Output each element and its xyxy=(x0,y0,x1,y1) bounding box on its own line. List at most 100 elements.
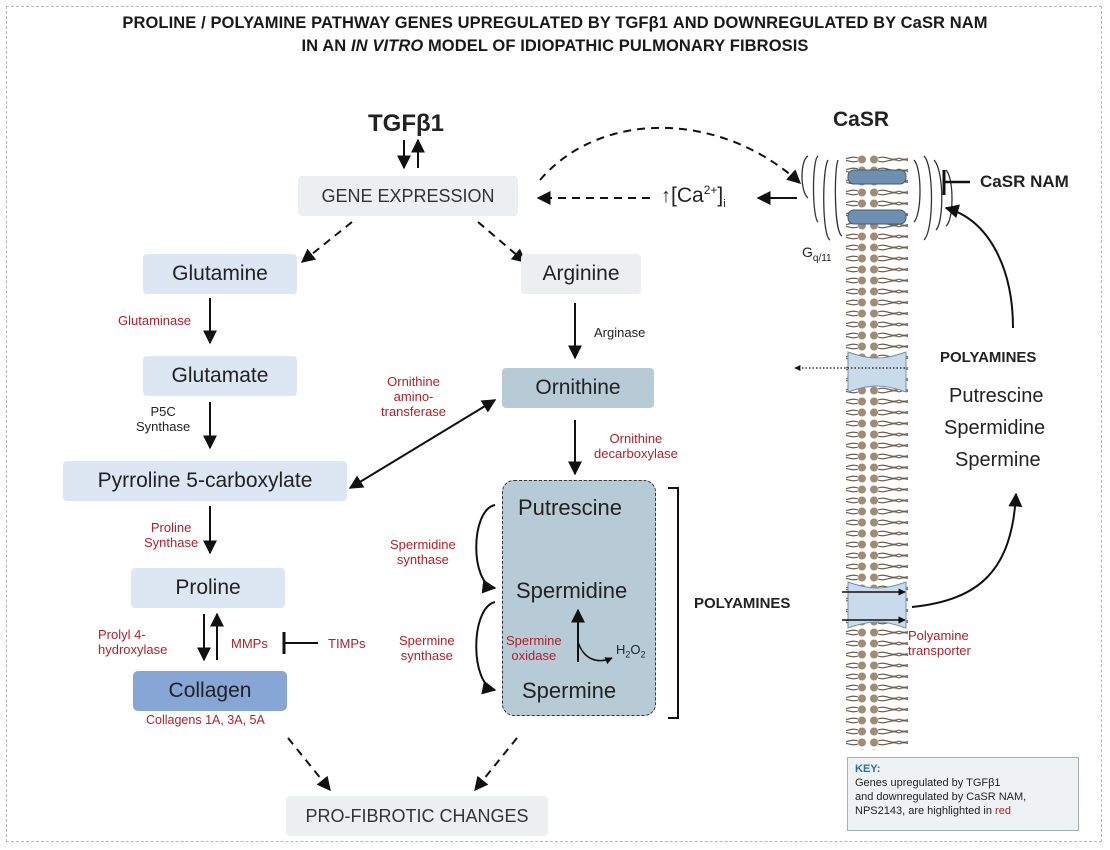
polyamine-transporter-icon xyxy=(847,581,907,629)
odc-line-1: Ornithine xyxy=(609,431,663,446)
gene-expression-node: GENE EXPRESSION xyxy=(298,176,518,216)
mmps-label: MMPs xyxy=(231,636,268,651)
casr-nam-label: CaSR NAM xyxy=(980,172,1069,191)
glutaminase-label: Glutaminase xyxy=(118,313,191,328)
arrow-gene-expression-casr xyxy=(539,126,802,184)
collagen-node: Collagen xyxy=(133,671,287,711)
key-title: KEY: xyxy=(855,763,881,775)
prolyl-line-1: Prolyl 4- xyxy=(98,627,146,642)
title-line-2: IN AN IN VITRO MODEL OF IDIOPATHIC PULMO… xyxy=(0,35,1110,58)
extracellular-polyamines-title: POLYAMINES xyxy=(940,349,1037,366)
arrow-spermidine-synthase xyxy=(475,504,497,594)
spermine-node: Spermine xyxy=(522,678,617,703)
pro-fibrotic-node: PRO-FIBROTIC CHANGES xyxy=(286,796,548,836)
oat-line-2: amino- xyxy=(393,389,434,404)
arrow-polyamines-profibrotic xyxy=(474,737,518,792)
collagens-subtypes-label: Collagens 1A, 3A, 5A xyxy=(146,713,265,727)
glutamate-node: Glutamate xyxy=(143,356,297,396)
title-line-2-start: IN AN xyxy=(301,37,351,55)
timps-label: TIMPs xyxy=(328,636,366,651)
p5c-synthase-line-2: Synthase xyxy=(136,419,191,434)
p5c-node: Pyrroline 5-carboxylate xyxy=(63,461,347,501)
spermidine-synthase-line-2: synthase xyxy=(396,552,449,567)
arrow-h2o2 xyxy=(577,641,613,665)
tgfb1-label: TGFβ1 xyxy=(368,110,444,137)
arrow-polyamines-casr xyxy=(944,204,1014,329)
casr-transmembrane-1 xyxy=(847,169,907,185)
figure-border xyxy=(6,6,1102,842)
h2o2-sub-2: 2 xyxy=(640,649,646,660)
extracellular-putrescine: Putrescine xyxy=(949,385,1044,407)
figure-title: PROLINE / POLYAMINE PATHWAY GENES UPREGU… xyxy=(0,12,1110,58)
arginine-node: Arginine xyxy=(521,254,641,294)
proline-node: Proline xyxy=(131,568,285,608)
casr-receptor-icon xyxy=(801,155,953,241)
putrescine-node: Putrescine xyxy=(518,495,622,520)
proline-synthase-line-2: Synthase xyxy=(144,535,199,550)
h2o2-label: H2O2 xyxy=(616,642,646,663)
arrow-to-arginine xyxy=(477,221,527,263)
gq11-label: Gq/11 xyxy=(802,244,832,264)
ornithine-node: Ornithine xyxy=(502,368,654,408)
extracellular-spermine: Spermine xyxy=(955,449,1041,471)
glutamine-node: Glutamine xyxy=(143,254,297,294)
spermidine-synthase-line-1: Spermidine xyxy=(390,537,456,552)
key-line-2: and downregulated by CaSR NAM, xyxy=(855,791,1027,803)
arrow-collagen-profibrotic xyxy=(287,737,331,792)
oat-line-1: Ornithine xyxy=(387,374,440,389)
ca-text: [Ca xyxy=(671,184,704,207)
ca-subscript: i xyxy=(723,198,726,211)
extracellular-spermidine: Spermidine xyxy=(944,417,1046,439)
proline-synthase-line-1: Proline xyxy=(150,520,192,535)
arrow-to-glutamine xyxy=(300,221,353,263)
prolyl-line-2: hydroxylase xyxy=(98,642,168,657)
h2o2-h: H xyxy=(616,642,626,657)
h2o2-o: O xyxy=(630,642,641,657)
gq-subscript: q/11 xyxy=(812,252,832,264)
casr-transmembrane-2 xyxy=(847,209,907,225)
title-line-2-italic: IN VITRO xyxy=(350,37,424,55)
prolyl-hydroxylase-label: Prolyl 4-hydroxylase xyxy=(98,627,167,657)
ca-bracket: ] xyxy=(717,184,724,207)
spermidine-node: Spermidine xyxy=(516,578,628,603)
title-line-1: PROLINE / POLYAMINE PATHWAY GENES UPREGU… xyxy=(122,14,988,32)
polyamines-bracket-label: POLYAMINES xyxy=(694,595,791,612)
odc-line-2: decarboxylase xyxy=(594,446,678,461)
key-line-3-text: NPS2143, are highlighted in xyxy=(855,805,996,817)
key-box: KEY: Genes upregulated by TGFβ1 and down… xyxy=(847,757,1079,831)
spermine-synthase-line-1: Spermine xyxy=(399,633,455,648)
gq-g: G xyxy=(802,244,813,260)
oat-line-3: transferase xyxy=(381,404,447,419)
key-line-3-red: red xyxy=(995,805,1011,817)
h2o2-sub-1: 2 xyxy=(625,649,631,660)
key-line-1: Genes upregulated by TGFβ1 xyxy=(855,777,1001,789)
arrow-spermine-synthase xyxy=(475,601,497,695)
spermine-oxidase-line-1: Spermine xyxy=(506,633,562,648)
title-line-2-end: MODEL OF IDIOPATHIC PULMONARY FIBROSIS xyxy=(423,37,809,55)
ca-superscript: 2+ xyxy=(703,183,718,197)
transporter-line-1: Polyamine xyxy=(908,628,969,643)
up-arrow-icon: ↑ xyxy=(661,185,671,207)
arrow-transporter-polyamines xyxy=(911,492,1023,608)
arginase-label: Arginase xyxy=(594,325,646,340)
arrow-ornithine-p5c xyxy=(348,399,497,489)
p5c-synthase-line-1: P5C xyxy=(150,404,176,419)
membrane-channel-icon xyxy=(847,351,907,393)
intracellular-calcium-label: ↑[Ca2+]i xyxy=(661,183,726,210)
cell-membrane xyxy=(846,155,908,750)
key-line-3: NPS2143, are highlighted in red xyxy=(855,804,1071,818)
casr-label: CaSR xyxy=(833,108,890,131)
polyamine-pool-panel xyxy=(502,480,656,716)
polyamines-bracket xyxy=(668,487,679,719)
spermine-synthase-line-2: synthase xyxy=(400,648,453,663)
